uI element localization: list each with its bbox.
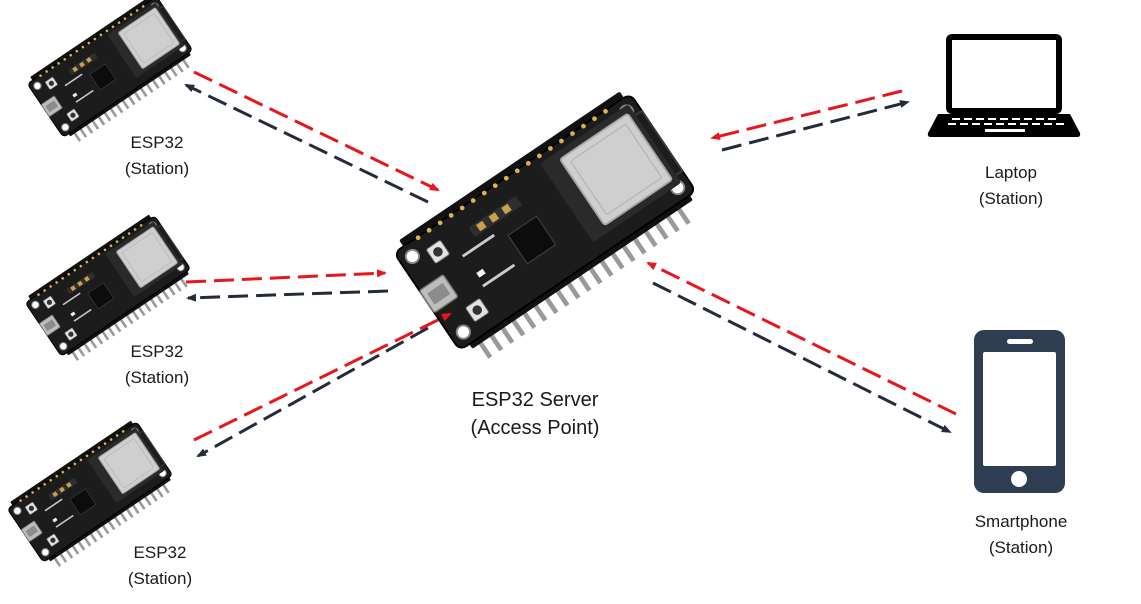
station-2-label: ESP32 (Station) bbox=[125, 339, 189, 391]
request-arrow bbox=[648, 263, 956, 414]
link-station-1 bbox=[186, 72, 438, 202]
smartphone-label-line2: (Station) bbox=[975, 535, 1068, 561]
response-arrow bbox=[722, 102, 908, 150]
server-label-line1: ESP32 Server bbox=[471, 386, 600, 414]
station-1-label: ESP32 (Station) bbox=[125, 130, 189, 182]
link-station-3 bbox=[194, 314, 450, 456]
esp32-station-1-board bbox=[25, 0, 200, 148]
smartphone-icon bbox=[974, 330, 1065, 493]
smartphone-label: Smartphone (Station) bbox=[975, 509, 1068, 561]
station-3-label-line2: (Station) bbox=[128, 566, 192, 592]
request-arrow bbox=[186, 273, 385, 282]
smartphone-label-line1: Smartphone bbox=[975, 509, 1068, 535]
request-arrow bbox=[194, 314, 450, 440]
laptop-label-line2: (Station) bbox=[979, 186, 1043, 212]
station-2-label-line1: ESP32 bbox=[125, 339, 189, 365]
laptop-icon bbox=[928, 37, 1080, 137]
station-1-label-line1: ESP32 bbox=[125, 130, 189, 156]
laptop-label-line1: Laptop bbox=[979, 160, 1043, 186]
response-arrow bbox=[198, 328, 428, 456]
server-label-line2: (Access Point) bbox=[471, 414, 600, 442]
response-arrow bbox=[188, 291, 388, 298]
esp32-server-board bbox=[390, 87, 709, 369]
station-3-label: ESP32 (Station) bbox=[128, 540, 192, 592]
station-3-label-line1: ESP32 bbox=[128, 540, 192, 566]
response-arrow bbox=[653, 283, 950, 432]
station-1-label-line2: (Station) bbox=[125, 156, 189, 182]
link-smartphone bbox=[648, 263, 956, 432]
response-arrow bbox=[186, 85, 428, 202]
request-arrow bbox=[712, 91, 902, 138]
link-station-2 bbox=[186, 273, 388, 298]
server-label: ESP32 Server (Access Point) bbox=[471, 386, 600, 442]
station-2-label-line2: (Station) bbox=[125, 365, 189, 391]
laptop-label: Laptop (Station) bbox=[979, 160, 1043, 212]
link-laptop bbox=[712, 91, 908, 150]
request-arrow bbox=[194, 72, 438, 190]
